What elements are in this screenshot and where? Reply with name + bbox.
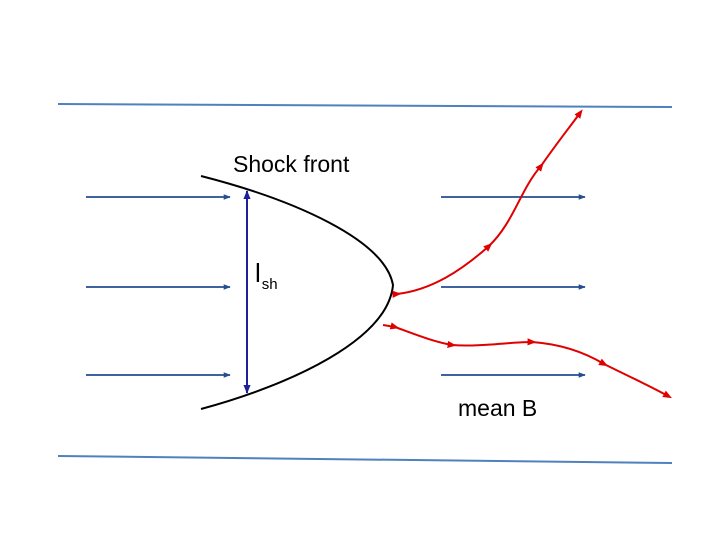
shock-front-curve (200, 175, 395, 410)
top-boundary-line (57, 103, 673, 108)
perturbed-field-line-lower (382, 322, 672, 399)
shock-width-symbol: l (255, 258, 261, 288)
mean-field-label: mean B (458, 395, 537, 421)
bottom-boundary-line (57, 455, 673, 464)
perturbed-field-line-upper (392, 109, 583, 298)
shock-front-label: Shock front (233, 151, 350, 177)
shock-width-subscript: sh (262, 276, 278, 293)
shock-width-label: lsh (255, 258, 278, 293)
